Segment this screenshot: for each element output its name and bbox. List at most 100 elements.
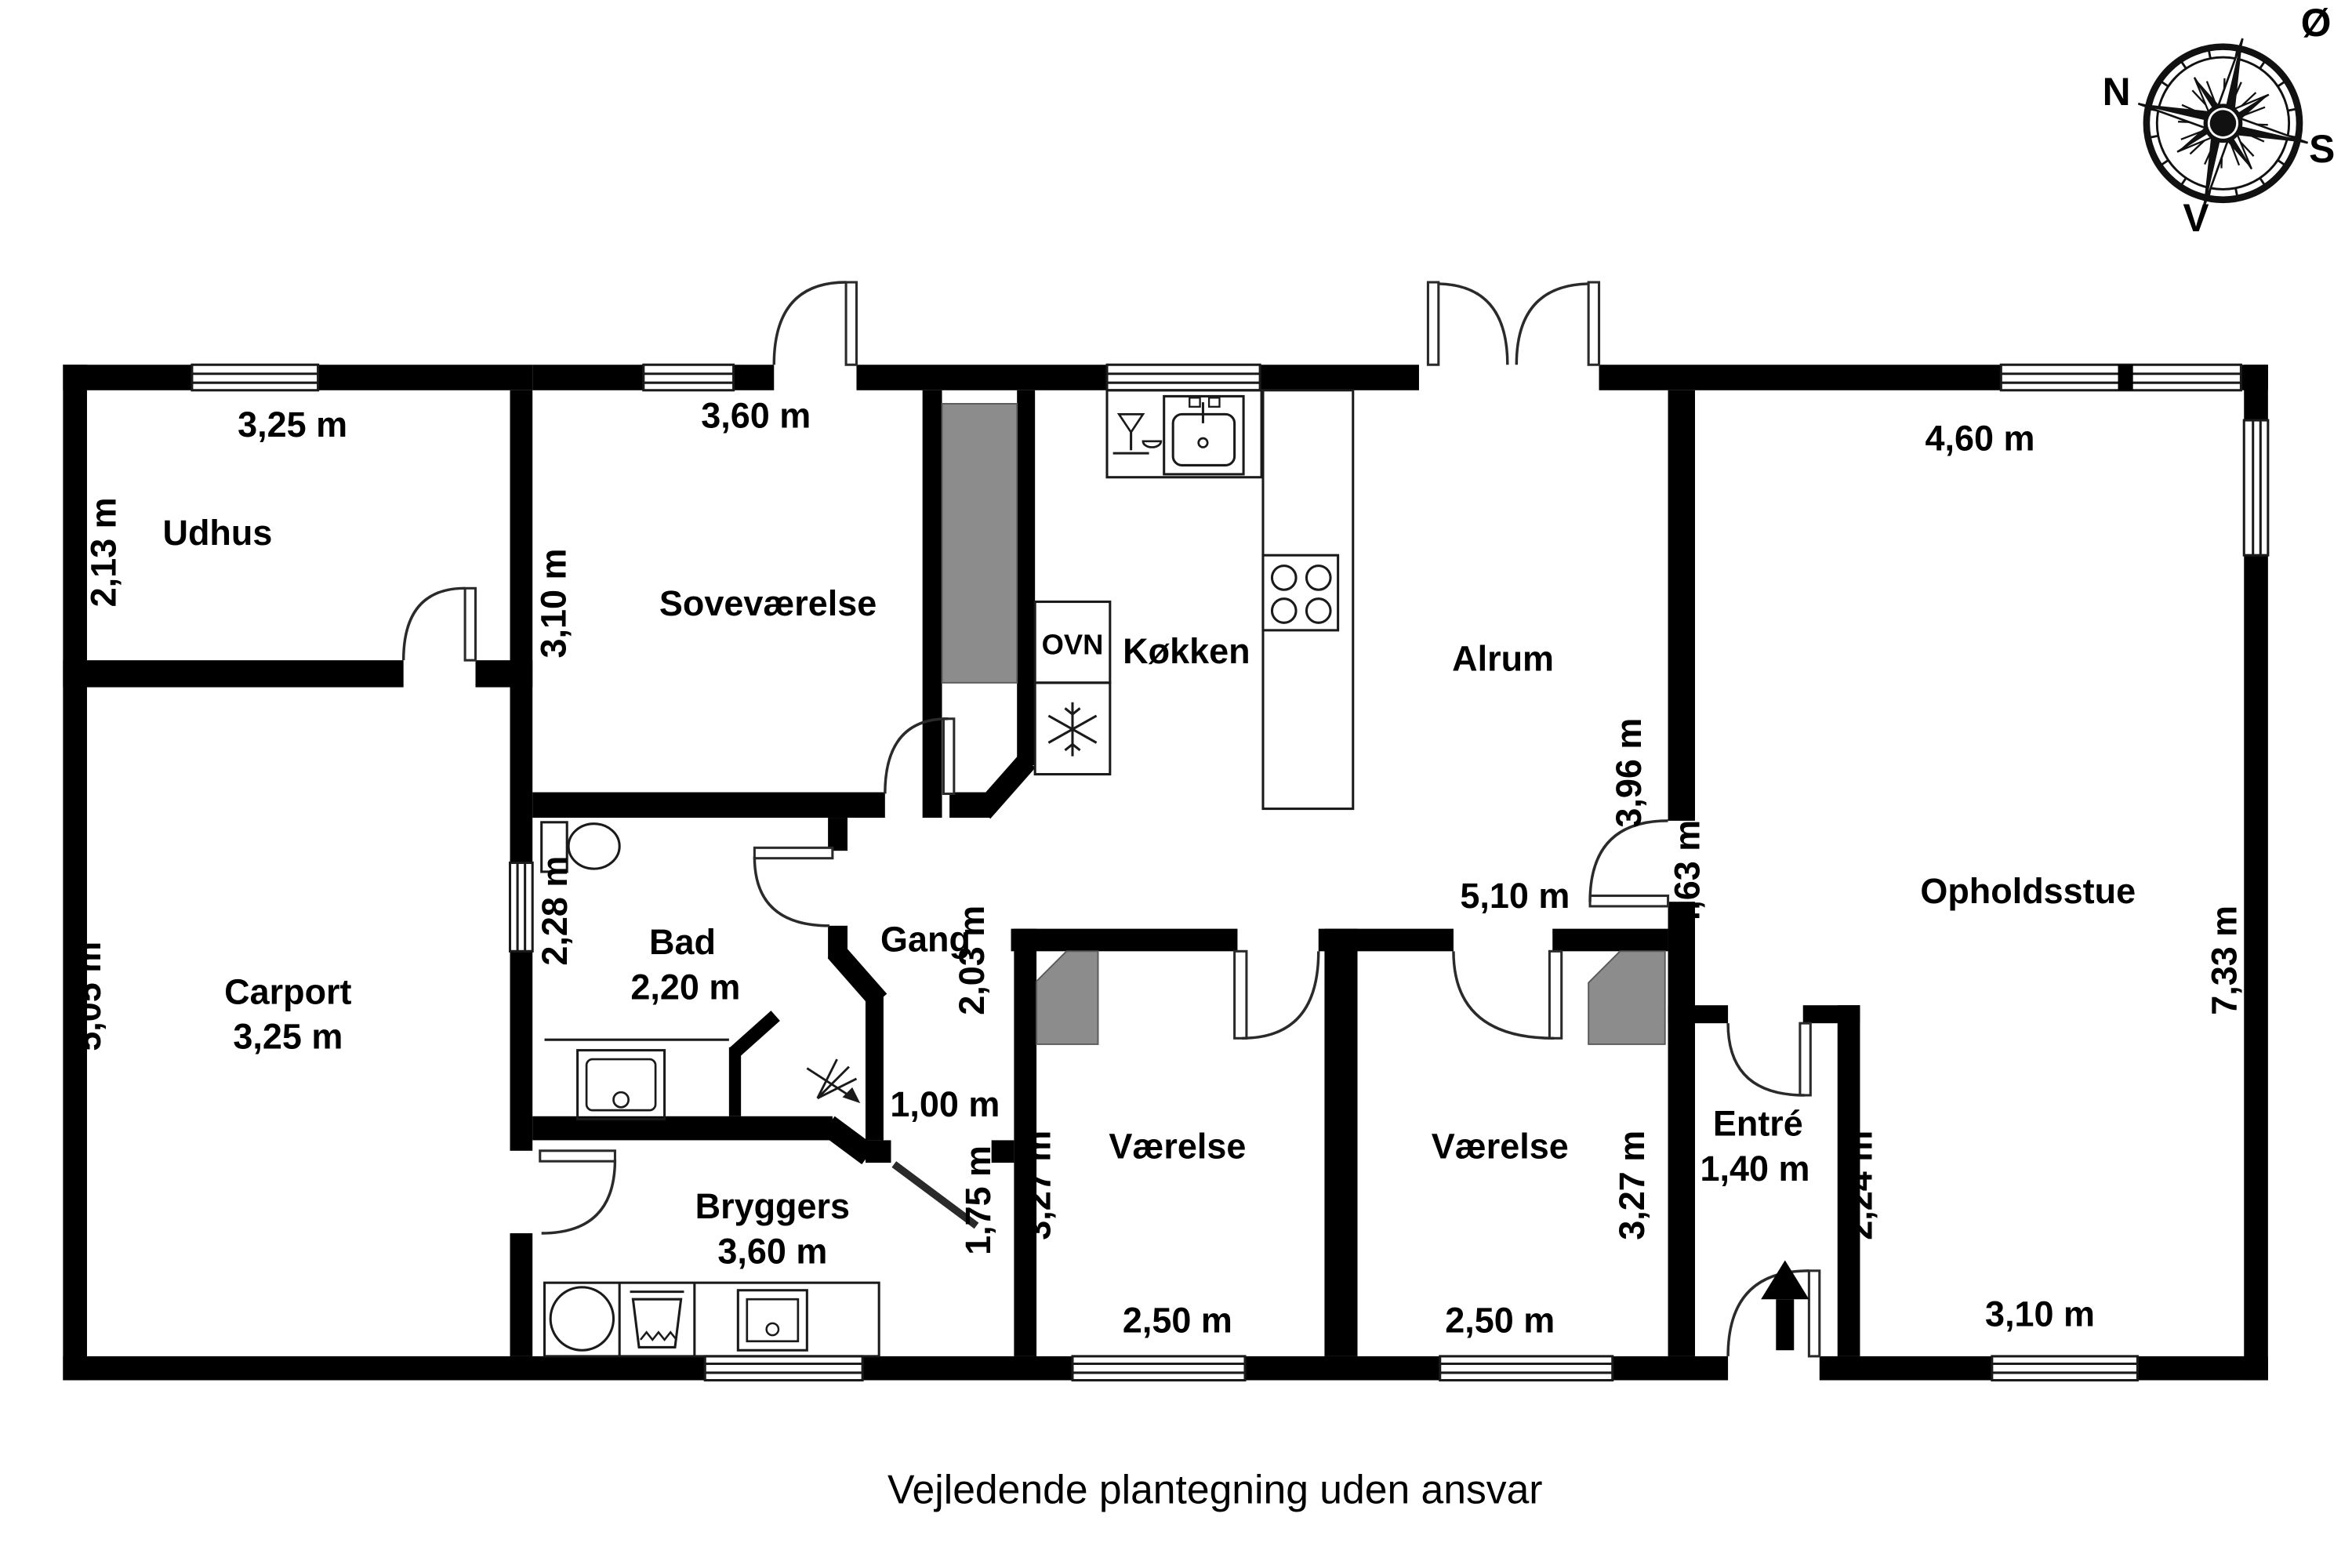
dim-bryggers-nook: 1,75 m <box>958 1145 998 1255</box>
room-koekken: Køkken <box>1123 631 1250 671</box>
wall-bottom <box>63 1356 706 1381</box>
wall-vaerelse1-left <box>1014 928 1037 1356</box>
wall-koekken-diagonal <box>975 753 1036 819</box>
door-vaerelse1 <box>1233 949 1320 1040</box>
wall-outer-left <box>63 365 87 1381</box>
wall-udhus-top <box>63 365 192 390</box>
dim-vaerelse2: 2,50 m <box>1445 1300 1555 1340</box>
wall-alrum-opholdsstue <box>1668 390 1695 821</box>
shower-tray <box>544 1038 729 1121</box>
window-bad <box>508 861 534 953</box>
wall-sovevaerelse-bottom <box>532 792 885 818</box>
wardrobe-vaerelse2 <box>1588 950 1666 1045</box>
wall-koekken-left <box>1017 390 1036 766</box>
wall-gang-diagonal <box>827 944 887 1008</box>
window-udhus <box>191 363 320 392</box>
window-bryggers <box>703 1355 864 1382</box>
wall-house-left <box>510 1233 533 1356</box>
dim-vaerelse1: 2,50 m <box>1123 1300 1232 1340</box>
compass-v: V <box>2183 196 2209 240</box>
door-bad <box>753 846 834 927</box>
room-opholdsstue: Opholdsstue <box>1920 871 2136 911</box>
dim-sovevaerelse-top: 3,60 m <box>701 396 811 436</box>
dim-bad-left: 2,28 m <box>535 856 575 966</box>
wall-bottom <box>1612 1356 1729 1381</box>
dim-opholdsstue-bottom: 3,10 m <box>1985 1294 2095 1334</box>
door-gang-bryggers <box>891 1161 979 1229</box>
room-carport: Carport <box>224 971 351 1011</box>
window-vaerelse2 <box>1439 1355 1614 1382</box>
dim-vaerelse2-right: 3,27 m <box>1612 1131 1652 1240</box>
dim-sovevaerelse-left: 3,10 m <box>533 548 573 658</box>
wall-main-top <box>1260 365 1419 390</box>
wall-vaerelse-center <box>1324 928 1358 1356</box>
room-bad: Bad <box>649 922 716 962</box>
door-alrum-french <box>1426 281 1601 366</box>
wall-outer-right <box>2244 555 2268 1381</box>
dim-udhus-left: 2,13 m <box>83 497 123 607</box>
dim-vaerelse1-left: 3,27 m <box>1018 1131 1058 1240</box>
kitchen-drainer-icon <box>1112 413 1163 455</box>
dim-entre: 1,40 m <box>1700 1149 1810 1189</box>
dim-entre-right: 2,24 m <box>1840 1131 1880 1240</box>
footer-disclaimer: Vejledende plantegning uden ansvar <box>887 1466 1543 1512</box>
kitchen-counter-top <box>1105 389 1263 479</box>
room-alrum: Alrum <box>1452 639 1554 679</box>
sink-drain <box>1197 437 1209 448</box>
room-gang: Gang <box>880 919 971 959</box>
bryggers-sink <box>736 1289 808 1352</box>
compass-n: N <box>2103 70 2131 114</box>
wall-entre-right <box>1837 1005 1860 1356</box>
appliance-ovn: OVN <box>1042 629 1104 661</box>
attic-ladder-icon <box>806 1058 861 1104</box>
wardrobes-layer <box>941 403 1666 1045</box>
wall-shower-diagonal <box>728 1011 780 1058</box>
wall-main-top <box>1599 365 2002 390</box>
wall-gang-bottom <box>991 1140 1014 1163</box>
wall-main-top <box>733 365 775 390</box>
wardrobe-sovevaerelse <box>941 403 1018 684</box>
wall-house-left <box>510 390 533 863</box>
dim-carport: 3,25 m <box>233 1017 343 1057</box>
door-sovevaerelse-gang <box>884 717 956 795</box>
wall-entre-top <box>1668 1005 1729 1024</box>
wall-bottom <box>862 1356 1073 1381</box>
toilet <box>540 821 621 873</box>
door-entre-top <box>1726 1022 1812 1097</box>
kitchen-stove <box>1261 554 1340 632</box>
kitchen-freezer-box <box>1033 681 1112 776</box>
dim-bryggers: 3,60 m <box>717 1231 827 1271</box>
window-opholdsstue-right <box>2242 419 2270 557</box>
walls-layer <box>63 365 2268 1381</box>
door-vaerelse2 <box>1452 949 1563 1040</box>
door-sovevaerelse-exterior <box>772 281 858 366</box>
wall-udhus-carport <box>63 660 404 688</box>
dim-opholdsstue-right: 7,33 m <box>2205 906 2245 1015</box>
entrance-arrow-icon <box>1761 1260 1809 1351</box>
bryggers-counter <box>543 1281 880 1358</box>
room-sovevaerelse: Soveværelse <box>659 583 877 623</box>
wall-gang-left <box>865 994 884 1141</box>
washing-machine <box>549 1286 615 1352</box>
window-vaerelse1 <box>1071 1355 1247 1382</box>
dim-bad: 2,20 m <box>630 967 740 1007</box>
wall-bottom <box>1819 1356 1992 1381</box>
wall-sovevaerelse-right <box>922 390 942 818</box>
doors-layer <box>401 281 1821 1358</box>
wardrobe-vaerelse1 <box>1036 950 1099 1045</box>
wall-udhus-carport <box>475 660 533 688</box>
door-udhus <box>401 586 477 662</box>
room-udhus: Udhus <box>163 513 273 553</box>
dim-gang-right: 2,03 m <box>952 906 992 1015</box>
door-alrum-opholdsstue <box>1588 819 1670 908</box>
snowflake-icon <box>1047 702 1098 757</box>
room-bryggers: Bryggers <box>695 1186 850 1226</box>
fixtures-layer <box>540 389 1809 1358</box>
kitchen-counter-right <box>1261 389 1355 811</box>
dim-carport-left: 5,05 m <box>68 942 108 1051</box>
wall-bottom <box>1245 1356 1440 1381</box>
